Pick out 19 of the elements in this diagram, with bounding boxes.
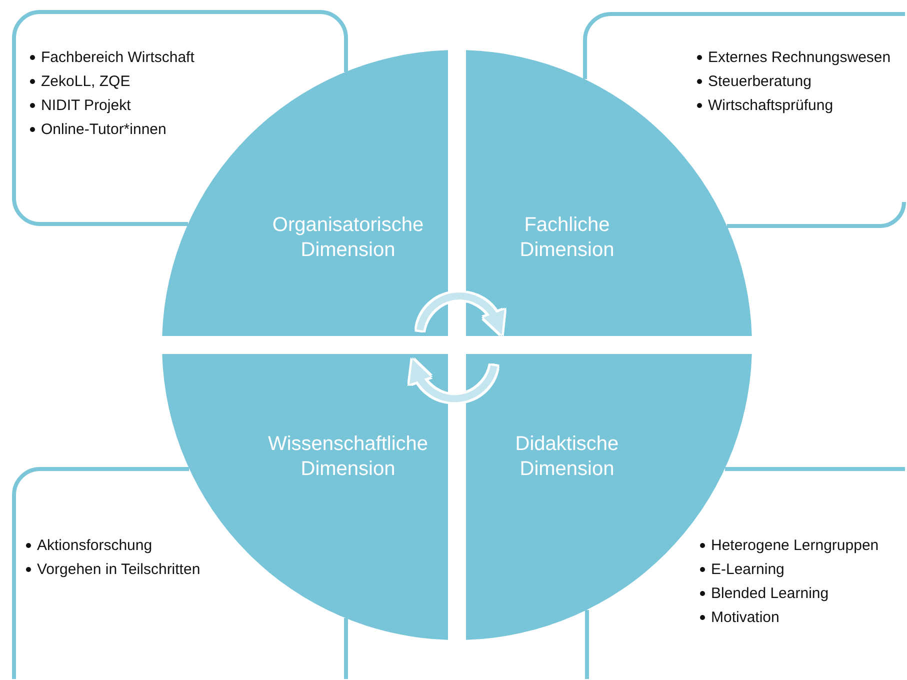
cycle-arrow	[416, 292, 504, 334]
quadrant-title: Didaktische Dimension	[514, 432, 620, 482]
quadrant-title: Wissenschaftliche Dimension	[266, 432, 430, 482]
list-item: Online-Tutor*innen	[41, 121, 166, 138]
list-item: E-Learning	[711, 561, 784, 578]
cycle-arrow	[410, 360, 498, 402]
list-item: Wirtschaftsprüfung	[708, 97, 834, 114]
list-item: ZekoLL, ZQE	[41, 73, 130, 90]
list-item: Blended Learning	[711, 585, 829, 602]
list-item: Steuerberatung	[708, 73, 812, 90]
quadrant-title: Organisatorische Dimension	[271, 213, 425, 263]
list-item: Vorgehen in Teilschritten	[37, 561, 200, 578]
list-item: Externes Rechnungswesen	[708, 49, 891, 66]
list-item: Fachbereich Wirtschaft	[41, 49, 194, 66]
list-item: Heterogene Lerngruppen	[711, 537, 879, 554]
quadrant-title: Fachliche Dimension	[518, 213, 616, 263]
list-item: Motivation	[711, 609, 780, 626]
list-item: NIDIT Projekt	[41, 97, 131, 114]
list-item: Aktionsforschung	[37, 537, 152, 554]
